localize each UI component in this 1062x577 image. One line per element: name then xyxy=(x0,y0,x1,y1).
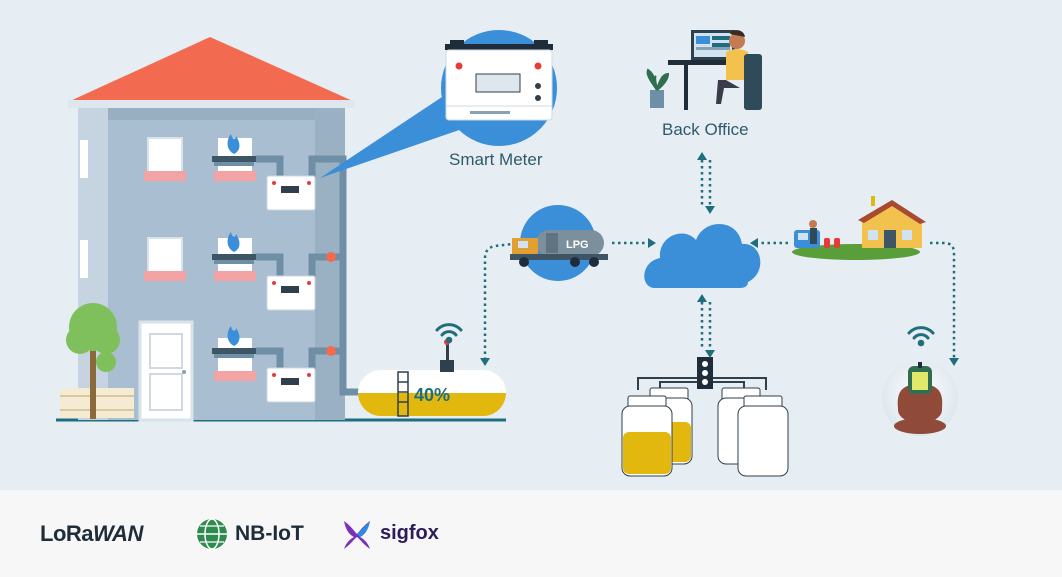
gas-flame-icon xyxy=(227,134,240,154)
back-office-label: Back Office xyxy=(662,120,749,139)
gas-flame-icon xyxy=(227,232,240,252)
lorawan-suffix: WAN xyxy=(93,520,143,546)
plant-pot xyxy=(650,90,664,108)
gas-tank: 40% xyxy=(358,339,506,417)
nbiot-text: NB-IoT xyxy=(235,521,304,545)
sigfox-icon xyxy=(344,520,370,549)
nbiot-logo: NB-IoT xyxy=(195,490,304,577)
wifi-icon xyxy=(435,323,463,344)
smart-meter-label: Smart Meter xyxy=(449,150,543,169)
gas-meter-1 xyxy=(266,175,316,211)
data-connectors xyxy=(483,160,956,360)
arrow-heads xyxy=(480,152,959,366)
gas-meter-2 xyxy=(266,275,316,311)
sensor-device xyxy=(882,360,958,436)
valve xyxy=(326,252,336,262)
tank-level-label: 40% xyxy=(414,385,450,405)
stove-3 xyxy=(212,326,256,358)
connectivity-footer: LoRaWAN NB-IoT sigfox xyxy=(0,490,1062,577)
gas-meter-3 xyxy=(266,367,316,403)
tree-icon xyxy=(60,303,134,419)
lorawan-logo: LoRaWAN xyxy=(40,490,143,577)
roof xyxy=(68,37,355,102)
iot-gas-diagram: LPG 40% xyxy=(56,30,959,477)
smart-meter-zoom xyxy=(441,30,557,146)
gas-cylinders xyxy=(621,357,789,477)
wifi-icon xyxy=(907,326,935,347)
stove-1 xyxy=(212,134,256,166)
stove-2 xyxy=(212,232,256,264)
sigfox-logo: sigfox xyxy=(340,490,439,577)
back-office-illustration xyxy=(646,30,762,110)
lorawan-main: LoRa xyxy=(40,520,94,546)
sigfox-text: sigfox xyxy=(380,522,439,544)
gas-flame-icon xyxy=(227,326,240,346)
lpg-truck: LPG xyxy=(510,205,608,281)
window xyxy=(144,137,186,181)
cloud-icon xyxy=(644,223,761,288)
diagram-canvas: LPG 40% xyxy=(56,30,959,477)
zoom-callout xyxy=(320,95,465,178)
customer-house xyxy=(792,196,926,260)
valve xyxy=(326,346,336,356)
globe-icon xyxy=(197,517,227,550)
truck-cargo-label: LPG xyxy=(566,239,589,251)
window xyxy=(144,237,186,281)
